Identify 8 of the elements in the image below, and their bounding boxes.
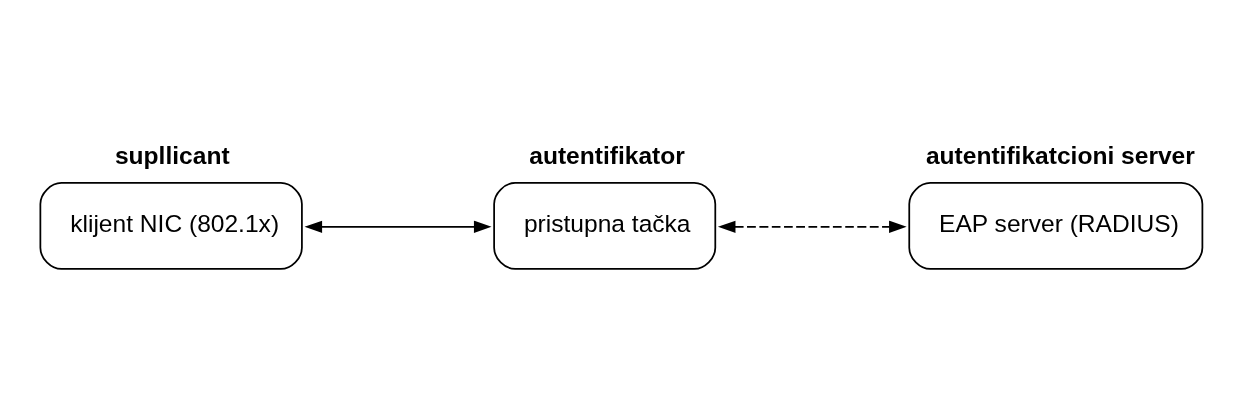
- arrow: [304, 220, 492, 233]
- node-box: klijent NIC (802.1x): [39, 181, 303, 270]
- node-label: autentifikatcioni server: [925, 141, 1195, 169]
- arrow: [717, 220, 907, 233]
- node-label: supllicant: [114, 141, 230, 169]
- node-box: EAP server (RADIUS): [908, 181, 1204, 270]
- node-box: pristupna tačka: [493, 181, 717, 270]
- node-label: autentifikator: [529, 141, 685, 169]
